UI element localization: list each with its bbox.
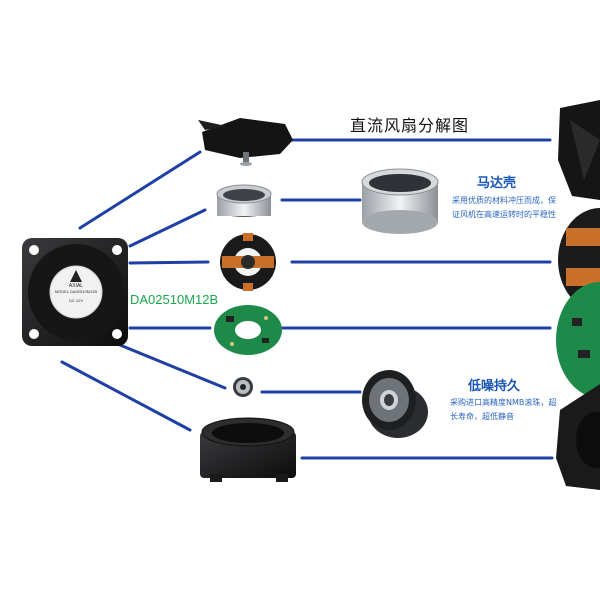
frame-zoom: [556, 384, 600, 490]
brand-logo-icon: [70, 270, 82, 282]
steel-ring-part: [216, 184, 272, 217]
line-ring: [128, 208, 207, 248]
line-bearing: [118, 343, 227, 390]
assembled-fan: [22, 238, 128, 346]
line-frame: [60, 360, 192, 432]
stator-coil-part: [220, 233, 276, 291]
pcb-part: [214, 305, 282, 355]
connector-lines: [60, 138, 554, 460]
page-title: 直流风扇分解图: [350, 116, 470, 135]
impeller-zoom: [558, 100, 600, 200]
annotation-low-noise-heading: 低噪持久: [468, 379, 521, 394]
annotation-motor-housing-heading: 马达壳: [477, 176, 517, 191]
motor-housing-zoom: [361, 168, 439, 234]
bearing-part: [233, 377, 253, 397]
fan-label-model: MODEL DA02510M12B: [55, 289, 98, 294]
brand-logo-text: AXIAL: [69, 283, 83, 289]
model-number: DA02510M12B: [130, 292, 219, 307]
pcb-zoom: [556, 282, 600, 398]
line-impeller: [78, 150, 202, 230]
bearing-zoom: [362, 370, 428, 438]
line-coil: [128, 260, 210, 265]
annotation-low-noise-body: 采购进口高精度NMB滚珠，超长寿命，超低静音: [450, 398, 557, 421]
impeller-part: [198, 118, 293, 166]
frame-housing-part: [200, 417, 296, 482]
annotation-motor-housing-body: 采用优质的材料冲压而成，保证风机在高速运转时的平稳性: [452, 196, 556, 219]
fan-label-voltage: DC 12V: [69, 298, 83, 303]
